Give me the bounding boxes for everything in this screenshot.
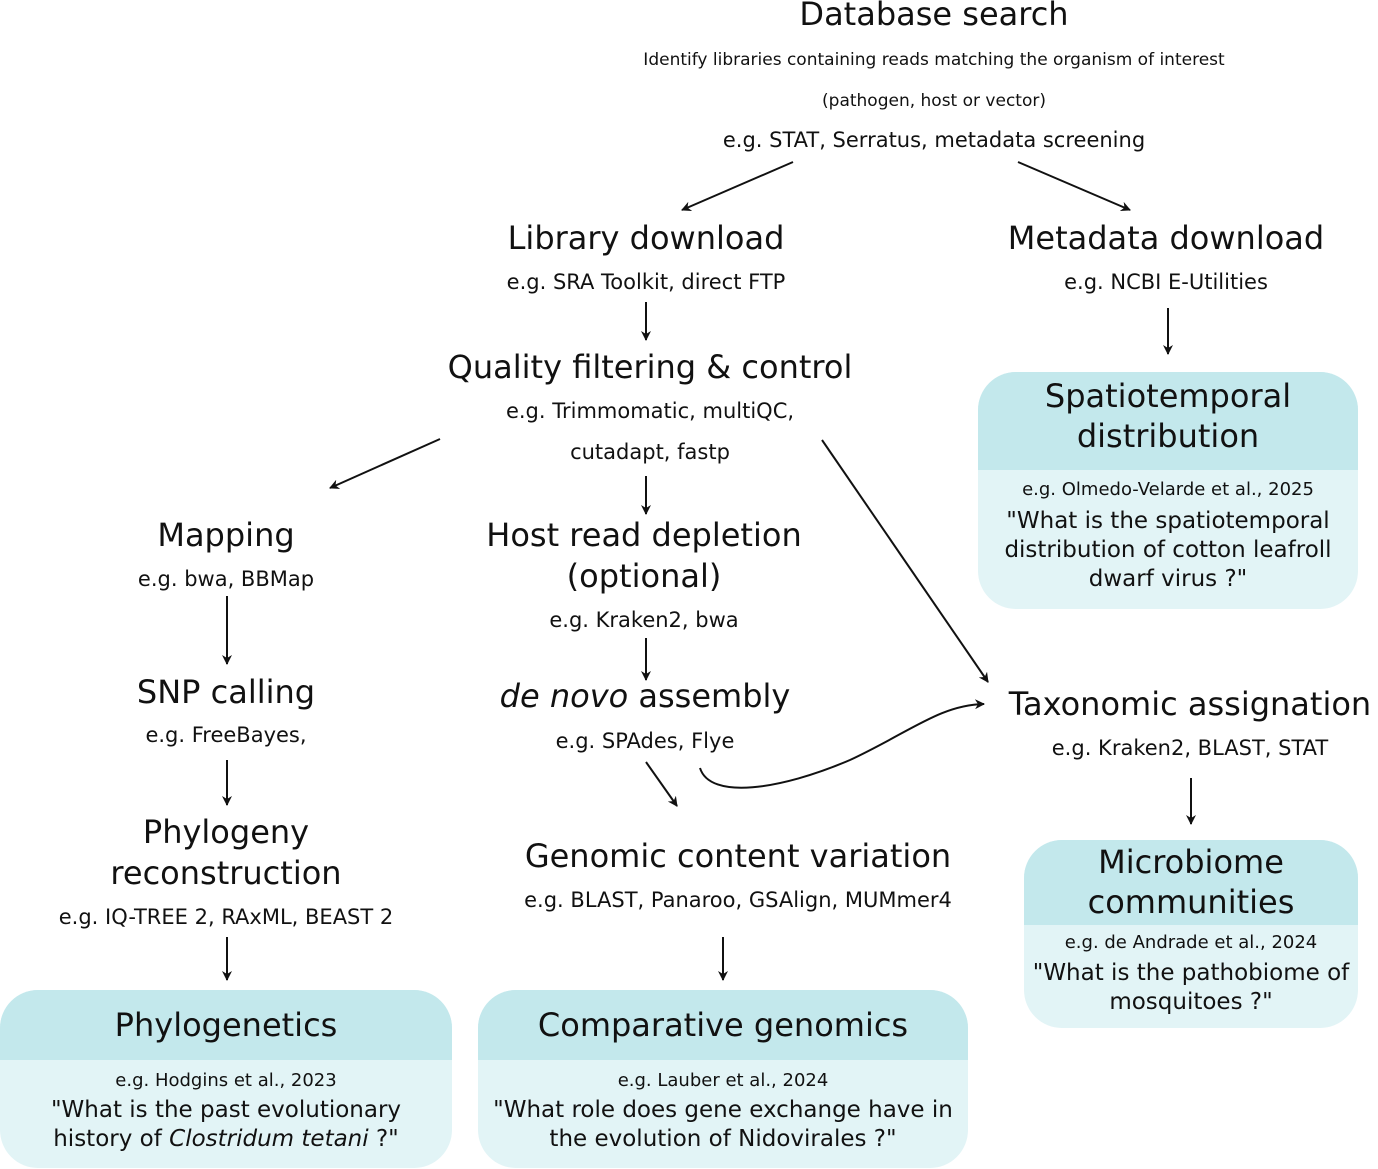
species-name: Clostridum tetani xyxy=(169,1126,369,1152)
outcome-question-1: "What is the spatiotemporal xyxy=(1006,508,1330,534)
phylogeny-title-1: Phylogeny xyxy=(142,813,310,851)
mapping-title: Mapping xyxy=(157,516,295,554)
outcome-header: Spatiotemporal distribution xyxy=(978,372,1358,470)
quality-filtering-tools-2: cutadapt, fastp xyxy=(570,440,730,464)
phylogeny-title-2: reconstruction xyxy=(110,854,342,892)
question-text: ?" xyxy=(368,1126,399,1152)
snp-calling-tools: e.g. FreeBayes, xyxy=(145,723,307,747)
host-depletion-tools: e.g. Kraken2, bwa xyxy=(549,608,739,632)
genomic-content-title: Genomic content variation xyxy=(524,837,952,875)
de-novo-italic: de novo xyxy=(499,677,629,715)
genomic-content-tools: e.g. BLAST, Panaroo, GSAlign, MUMmer4 xyxy=(524,888,952,912)
arrow-search-to-metadata xyxy=(1017,161,1131,212)
outcome-reference: e.g. Lauber et al., 2024 xyxy=(617,1070,829,1091)
outcome-title-1: Microbiome xyxy=(1098,843,1284,881)
outcome-question-3: dwarf virus ?" xyxy=(1088,566,1248,592)
outcome-header: Phylogenetics xyxy=(0,990,452,1060)
metadata-download-tools: e.g. NCBI E-Utilities xyxy=(1064,270,1268,294)
database-search-tools: e.g. STAT, Serratus, metadata screening xyxy=(722,128,1146,152)
host-depletion-title-2: (optional) xyxy=(566,557,722,595)
library-download-tools: e.g. SRA Toolkit, direct FTP xyxy=(506,270,786,294)
database-search-description-1: Identify libraries containing reads matc… xyxy=(643,50,1225,70)
outcome-box-phylogenetics: Phylogenetics e.g. Hodgins et al., 2023 … xyxy=(0,990,452,1168)
outcome-header: Comparative genomics xyxy=(478,990,968,1060)
outcome-reference: e.g. de Andrade et al., 2024 xyxy=(1064,932,1318,953)
outcome-title-2: communities xyxy=(1087,883,1295,921)
outcome-header: Microbiome communities xyxy=(1024,840,1358,925)
host-depletion-title-1: Host read depletion xyxy=(486,516,802,554)
outcome-title-2: distribution xyxy=(1076,417,1260,455)
snp-calling-title: SNP calling xyxy=(136,673,316,711)
arrow-denovo-to-genomic xyxy=(645,761,678,807)
outcome-question-2: mosquitoes ?" xyxy=(1109,989,1273,1015)
outcome-reference: e.g. Hodgins et al., 2023 xyxy=(115,1070,337,1091)
outcome-box-comparative-genomics: Comparative genomics e.g. Lauber et al.,… xyxy=(478,990,968,1168)
outcome-reference: e.g. Olmedo-Velarde et al., 2025 xyxy=(1022,479,1314,500)
taxonomic-assignation-title: Taxonomic assignation xyxy=(1008,685,1372,723)
outcome-question-2: history of Clostridum tetani ?" xyxy=(0,1125,452,1154)
quality-filtering-tools-1: e.g. Trimmomatic, multiQC, xyxy=(505,399,795,423)
outcome-title-1: Spatiotemporal xyxy=(1044,377,1292,415)
outcome-question-2: distribution of cotton leafroll xyxy=(1004,537,1332,563)
phylogeny-tools: e.g. IQ-TREE 2, RAxML, BEAST 2 xyxy=(58,905,394,929)
arrow-search-to-library xyxy=(681,161,794,212)
library-download-title: Library download xyxy=(507,219,785,257)
de-novo-assembly-title: de novo assembly xyxy=(500,676,791,716)
question-text: history of xyxy=(53,1126,170,1152)
metadata-download-title: Metadata download xyxy=(1007,219,1325,257)
mapping-tools: e.g. bwa, BBMap xyxy=(137,567,315,591)
database-search-description-2: (pathogen, host or vector) xyxy=(822,91,1046,111)
arrow-quality-to-taxonomic xyxy=(821,439,989,683)
outcome-question-2: the evolution of Nidovirales ?" xyxy=(549,1126,897,1152)
outcome-box-spatiotemporal: Spatiotemporal distribution e.g. Olmedo-… xyxy=(978,372,1358,609)
taxonomic-assignation-tools: e.g. Kraken2, BLAST, STAT xyxy=(1051,736,1329,760)
assembly-text: assembly xyxy=(628,677,791,715)
arrow-quality-to-mapping xyxy=(329,438,441,489)
arrow-denovo-to-taxonomic xyxy=(699,699,985,789)
database-search-title: Database search xyxy=(799,0,1069,33)
outcome-question-1: "What is the pathobiome of xyxy=(1032,960,1350,986)
outcome-question-1: "What role does gene exchange have in xyxy=(493,1097,953,1123)
outcome-question-1: "What is the past evolutionary xyxy=(50,1097,402,1123)
quality-filtering-title: Quality filtering & control xyxy=(447,348,853,386)
de-novo-assembly-tools: e.g. SPAdes, Flye xyxy=(555,729,735,753)
outcome-box-microbiome: Microbiome communities e.g. de Andrade e… xyxy=(1024,840,1358,1028)
